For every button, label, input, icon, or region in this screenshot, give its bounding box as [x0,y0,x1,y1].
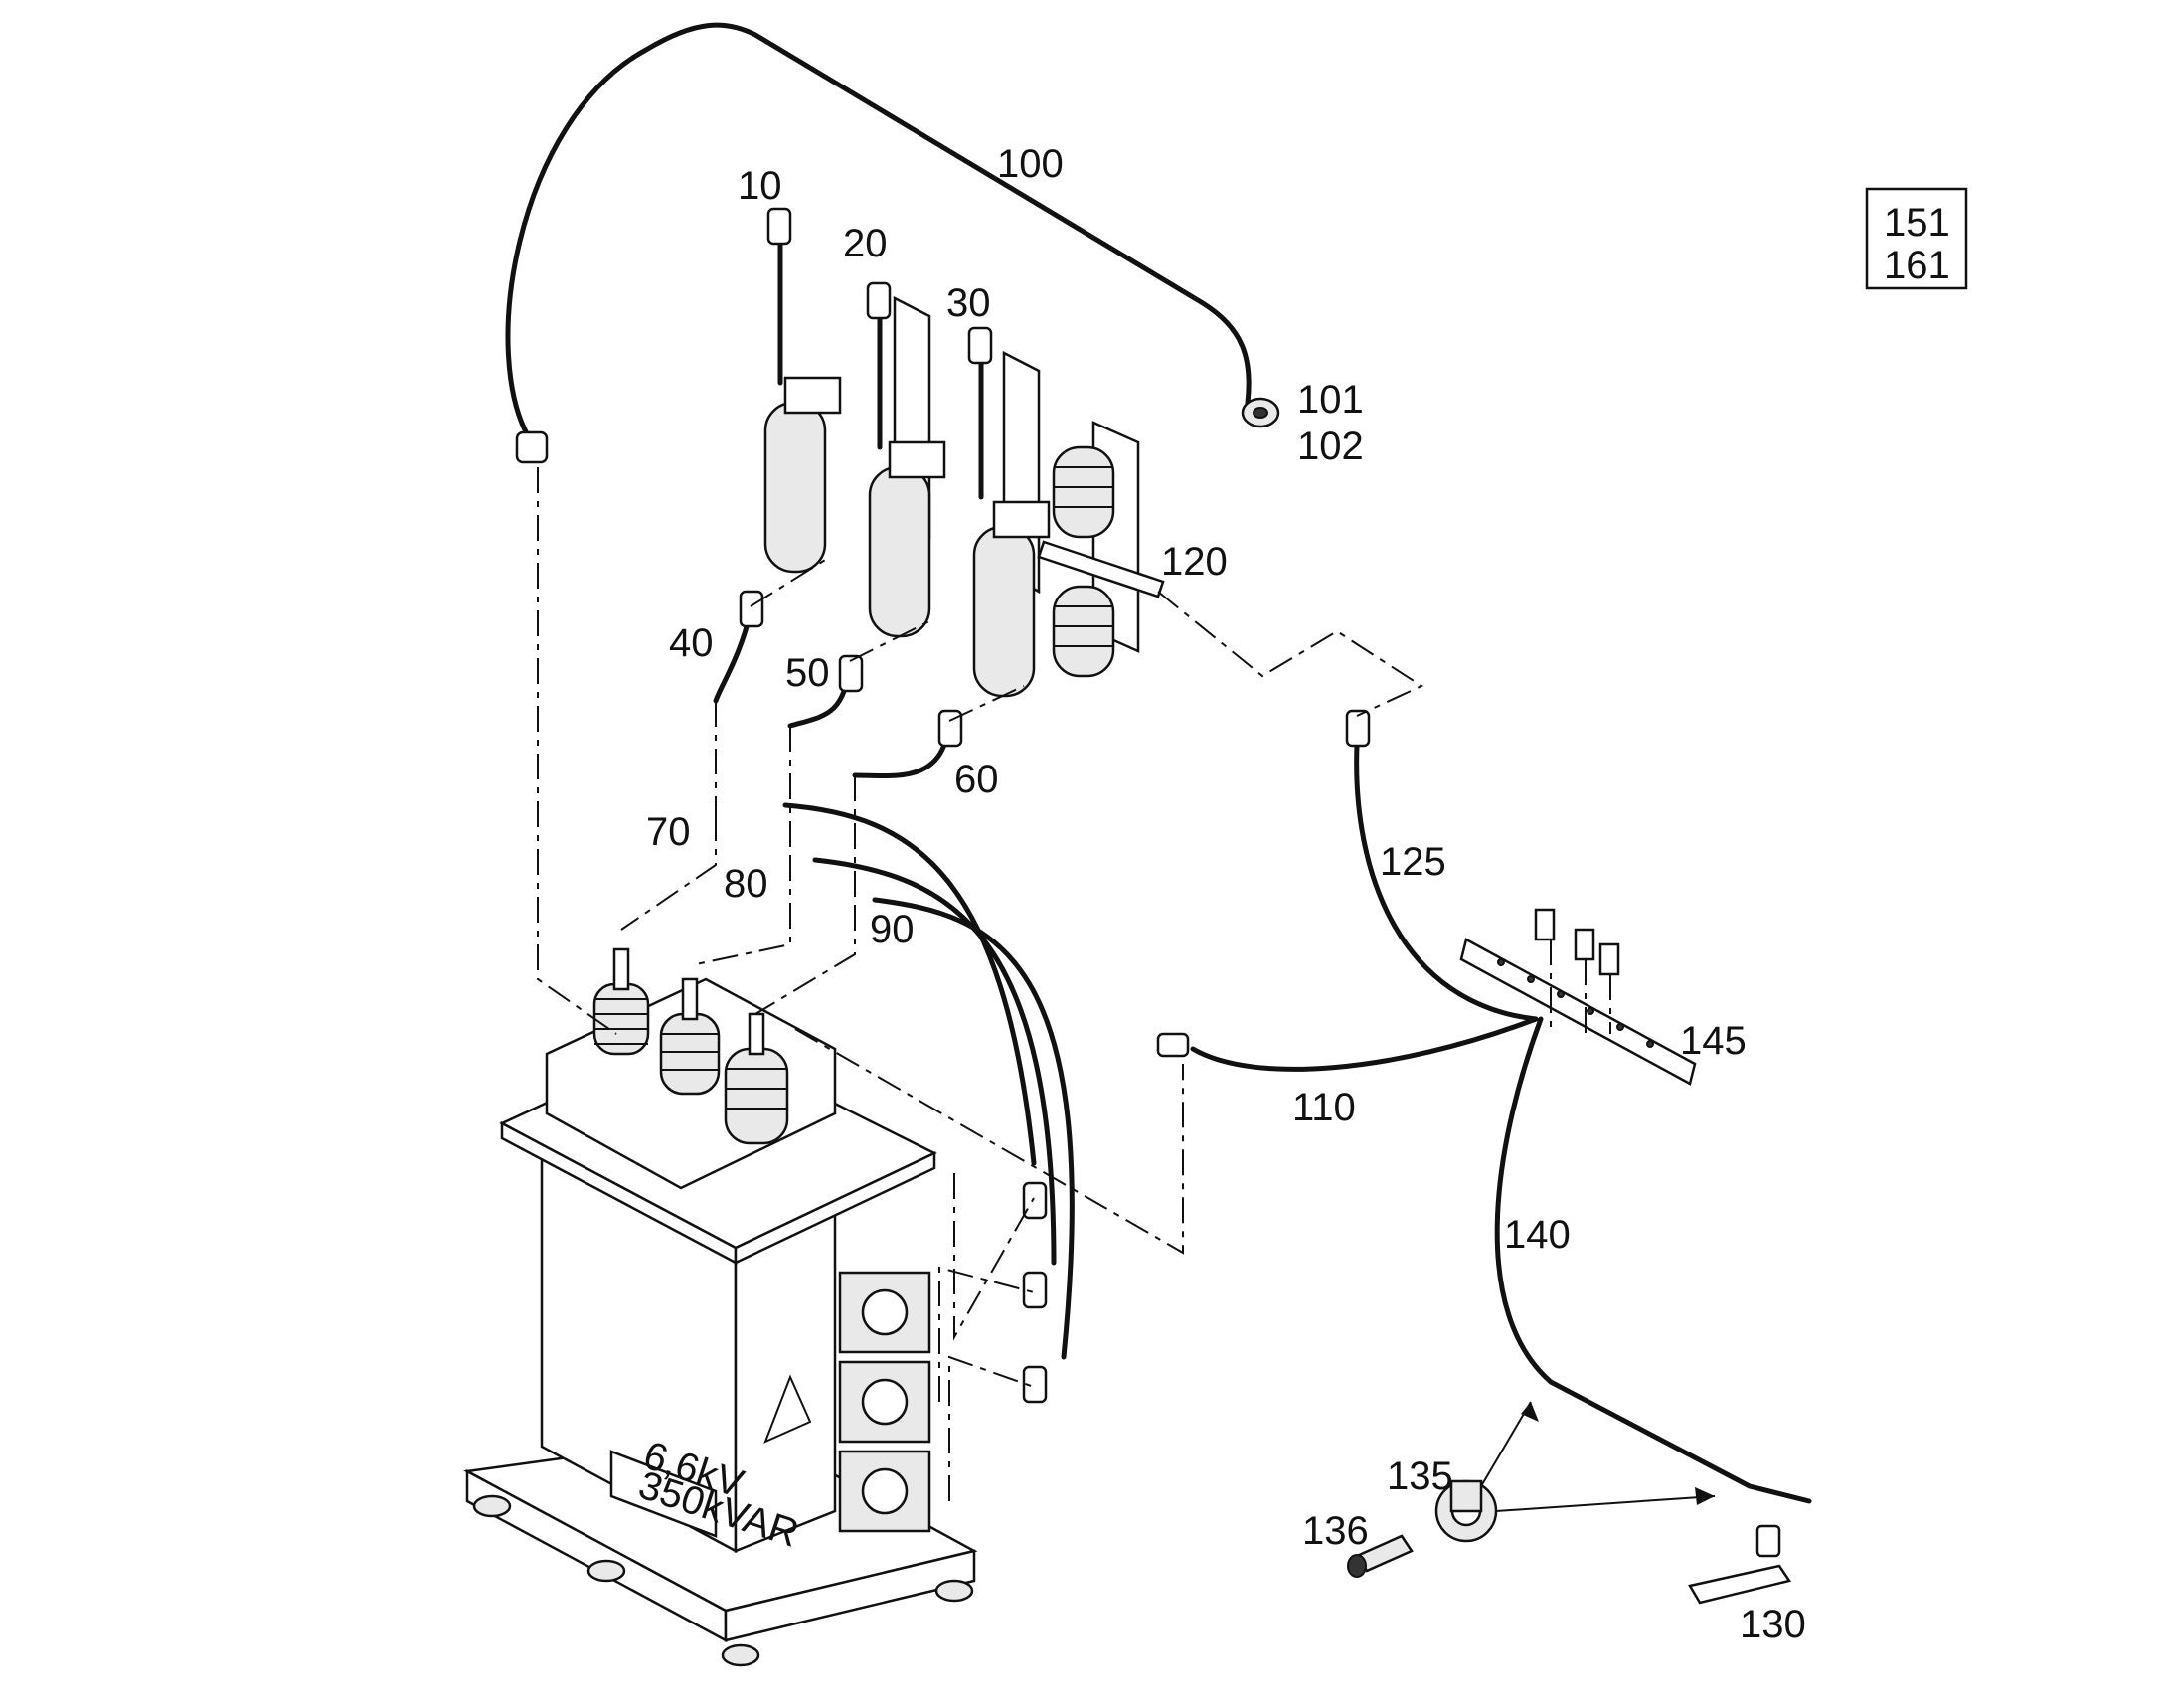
capacitor-bushings [592,947,789,1145]
base-frame-front [724,1549,976,1642]
lug [1156,1032,1190,1058]
callout-50: 50 [785,651,830,695]
arrow-head-icon [1521,1402,1539,1422]
lug [1755,1524,1781,1558]
callout-10: 10 [738,164,782,208]
screw [1347,1534,1414,1578]
warning-triangle-icon [763,1374,812,1444]
foot [472,1494,512,1518]
callout-20: 20 [843,222,888,265]
lug [1574,928,1595,961]
bushing [724,1012,789,1145]
switch-assembly [763,295,1165,698]
leader-lines [537,467,1611,1501]
lug [766,207,792,246]
callout-101: 101 [1297,378,1364,422]
callout-110: 110 [1292,1086,1356,1129]
side-terminal [861,1288,909,1336]
reference-box-frame [1865,187,1968,290]
callout-136: 136 [1302,1509,1369,1553]
lug [1022,1271,1048,1309]
lug [739,590,764,628]
cable-lugs [515,207,1371,1404]
callout-140: 140 [1504,1213,1571,1257]
callout-100: 100 [997,142,1064,186]
lug [1022,1181,1048,1220]
ground-bar [1459,908,1697,1086]
wire-110 [1190,1016,1539,1072]
fuse-clamp [783,376,842,415]
cable-clamp [1434,1479,1498,1543]
wire-125 [1354,743,1539,1022]
callout-130: 130 [1740,1603,1806,1646]
fuse-cylinder [763,401,827,574]
callout-90: 90 [870,908,915,951]
callout-60: 60 [954,758,999,801]
top-flange-edge-front [734,1151,936,1265]
lug [838,654,864,693]
fuse-cylinder [868,465,931,638]
callout-30: 30 [946,281,991,325]
side-terminal [861,1378,909,1426]
lug [937,709,963,748]
callout-80: 80 [724,862,768,906]
lug [1534,908,1556,941]
mounting-bracket [1688,1524,1792,1605]
callout-135: 135 [1387,1454,1453,1498]
capacitor-unit: 6,6kV 350kVAR [463,977,978,1667]
foot [721,1643,760,1667]
callout-40: 40 [669,621,714,665]
reference-box-line1: 151 [1884,201,1950,245]
callout-120: 120 [1161,540,1228,584]
reference-box-line2: 161 [1884,244,1950,287]
callout-145: 145 [1680,1019,1747,1063]
callout-70: 70 [646,810,691,854]
lug [1345,709,1371,748]
fuse-cylinder [972,525,1036,698]
lug [866,281,892,320]
insulator [1052,585,1115,678]
wire-140 [1494,1016,1812,1504]
ground-terminal [1241,397,1280,428]
reference-box: 151 161 [1865,187,1968,290]
wire-60 [852,718,952,779]
wire-100 [505,22,1252,445]
lug [967,326,993,365]
callout-labels: 10 20 30 40 50 60 70 80 90 100 101 102 1… [646,142,1806,1646]
fuse-clamp [888,440,946,479]
callout-125: 125 [1380,840,1446,884]
leader-arrows [1480,1401,1716,1512]
arrow-head-icon [1695,1487,1715,1505]
foot [586,1559,626,1583]
bushing [592,947,650,1056]
callout-102: 102 [1297,425,1364,468]
fuse-clamp [992,500,1051,539]
lug [1022,1365,1048,1404]
ground-bar-body [1459,938,1697,1086]
side-terminal [861,1467,909,1515]
wire-80 [812,857,1057,1266]
wire-70 [782,802,1037,1166]
nameplate [609,1450,718,1538]
lug [1598,942,1620,976]
wire-90 [872,897,1075,1360]
cross-bar [1037,540,1165,598]
insulator [1052,445,1115,539]
lug [515,430,549,464]
bushing [659,977,721,1096]
foot [934,1579,974,1603]
